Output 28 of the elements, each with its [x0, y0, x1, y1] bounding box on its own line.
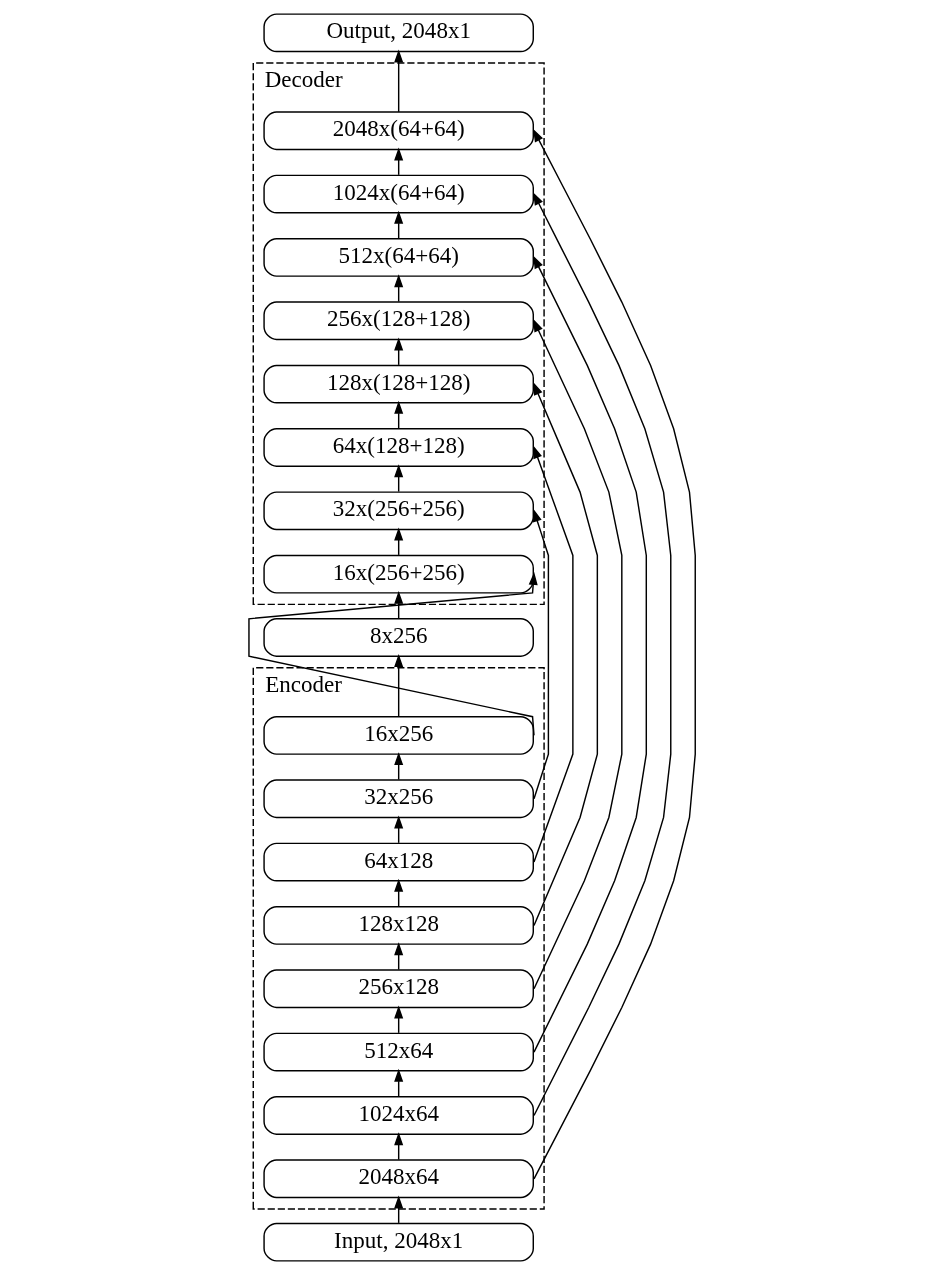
arrow	[533, 192, 672, 1117]
arrow	[533, 128, 696, 1180]
arrow	[394, 654, 404, 718]
node-box: 16x256	[263, 715, 534, 755]
arrow	[533, 445, 574, 863]
node-box: 1024x(64+64)	[263, 174, 534, 214]
node-box: Input, 2048x1	[263, 1222, 534, 1262]
node-box: 512x(64+64)	[263, 238, 534, 277]
arrow	[533, 318, 623, 990]
arrow	[248, 572, 538, 737]
node-box: 256x(128+128)	[263, 301, 534, 341]
node-box: 512x64	[263, 1032, 534, 1072]
node-box: 32x256	[263, 779, 534, 819]
node-box: 2048x64	[263, 1159, 534, 1199]
arrow	[394, 49, 404, 113]
node-box: Output, 2048x1	[263, 13, 534, 53]
node-box: 64x(128+128)	[263, 428, 534, 467]
node-box: 1024x64	[263, 1096, 534, 1135]
arrow	[533, 508, 550, 800]
node-box: 8x256	[263, 618, 534, 657]
node-box: 16x(256+256)	[263, 554, 534, 594]
node-box: 64x128	[263, 842, 534, 882]
node-box: 256x128	[263, 969, 534, 1009]
node-box: 32x(256+256)	[263, 491, 534, 531]
node-box: 128x128	[263, 906, 534, 945]
arrow	[533, 382, 599, 927]
node-box: 128x(128+128)	[263, 364, 534, 404]
node-box: 2048x(64+64)	[263, 111, 534, 151]
